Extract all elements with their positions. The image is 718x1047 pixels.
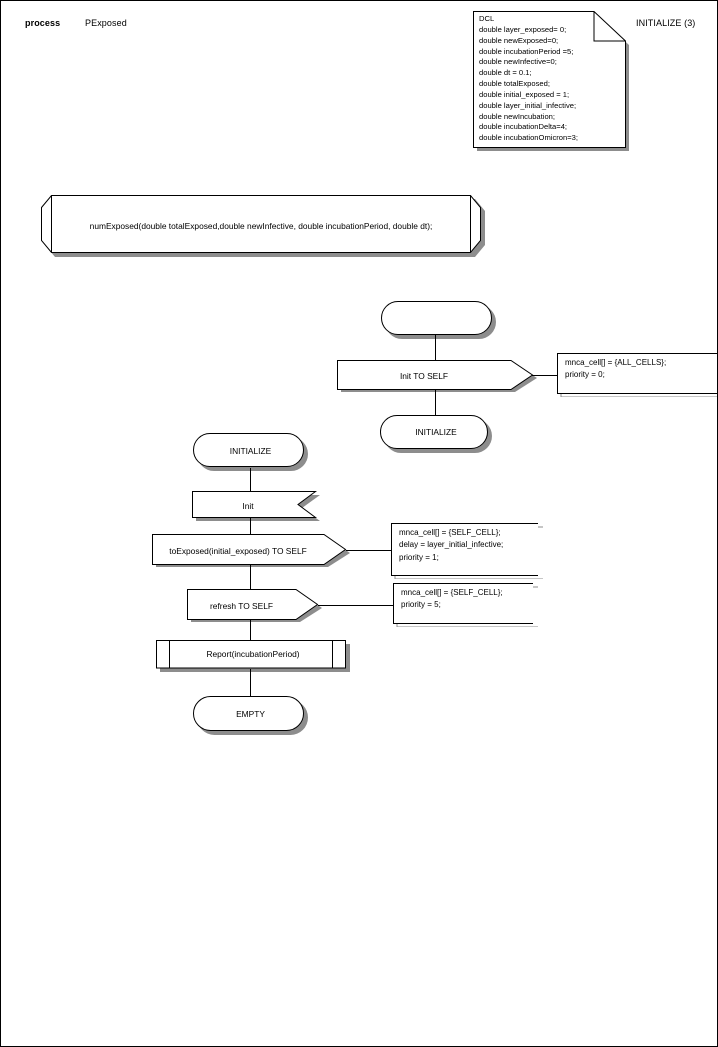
connector-init-output-to-note xyxy=(532,375,558,376)
dcl-note-text: DCL double layer_exposed= 0; double newE… xyxy=(479,14,578,143)
connector-init-output-to-state xyxy=(435,389,436,417)
connector-input-to-toexposed xyxy=(250,518,251,538)
input-init[interactable]: Init xyxy=(192,491,320,521)
procedure-call-report[interactable]: Report(incubationPeriod) xyxy=(156,640,350,672)
connector-refresh-to-report xyxy=(250,619,251,641)
connector-report-to-empty xyxy=(250,669,251,697)
output-refresh-to-self[interactable]: refresh TO SELF xyxy=(187,589,322,622)
connector-toexposed-to-refresh xyxy=(250,564,251,591)
note-init-to-self: mnca_cell[] = {ALL_CELLS}; priority = 0; xyxy=(557,353,717,397)
connector-refresh-to-note xyxy=(318,605,394,606)
output-toexposed-to-self[interactable]: toExposed(initial_exposed) TO SELF xyxy=(152,534,350,567)
output-refresh-label: refresh TO SELF xyxy=(210,600,273,611)
note-toexposed-text: mnca_cell[] = {SELF_CELL}; delay = layer… xyxy=(399,528,504,562)
state-empty[interactable]: EMPTY xyxy=(193,696,308,735)
output-init-to-self-label: Init TO SELF xyxy=(399,371,449,381)
note-toexposed: mnca_cell[] = {SELF_CELL}; delay = layer… xyxy=(391,523,543,579)
state-initialize-right[interactable]: INITIALIZE xyxy=(380,415,492,453)
process-name: PExposed xyxy=(85,18,127,28)
state-initialize-main[interactable]: INITIALIZE xyxy=(193,433,308,471)
procedure-declaration-label: numExposed(double totalExposed,double ne… xyxy=(89,221,433,231)
output-toexposed-label: toExposed(initial_exposed) TO SELF xyxy=(169,545,307,556)
connector-initialize-to-input xyxy=(250,468,251,492)
note-init-to-self-text: mnca_cell[] = {ALL_CELLS}; priority = 0; xyxy=(565,358,667,380)
process-keyword: process xyxy=(25,18,61,28)
connector-start-to-init-output xyxy=(435,335,436,361)
dcl-declaration-note: DCL double layer_exposed= 0; double newE… xyxy=(473,11,630,151)
procedure-declaration-numexposed: numExposed(double totalExposed,double ne… xyxy=(41,195,485,257)
procedure-call-report-label: Report(incubationPeriod) xyxy=(206,649,300,659)
connector-toexposed-to-note xyxy=(346,550,392,551)
output-init-to-self[interactable]: Init TO SELF xyxy=(337,360,537,392)
start-state[interactable] xyxy=(381,301,496,339)
state-initialize-right-label: INITIALIZE xyxy=(415,427,457,437)
input-init-label: Init xyxy=(242,501,254,511)
state-initialize-main-label: INITIALIZE xyxy=(229,445,272,456)
start-state-label xyxy=(381,301,496,339)
state-empty-label: EMPTY xyxy=(236,708,265,719)
note-refresh-text: mnca_cell[] = {SELF_CELL}; priority = 5; xyxy=(401,588,503,610)
note-refresh: mnca_cell[] = {SELF_CELL}; priority = 5; xyxy=(393,583,538,627)
diagram-page-label: INITIALIZE (3) xyxy=(636,18,696,28)
